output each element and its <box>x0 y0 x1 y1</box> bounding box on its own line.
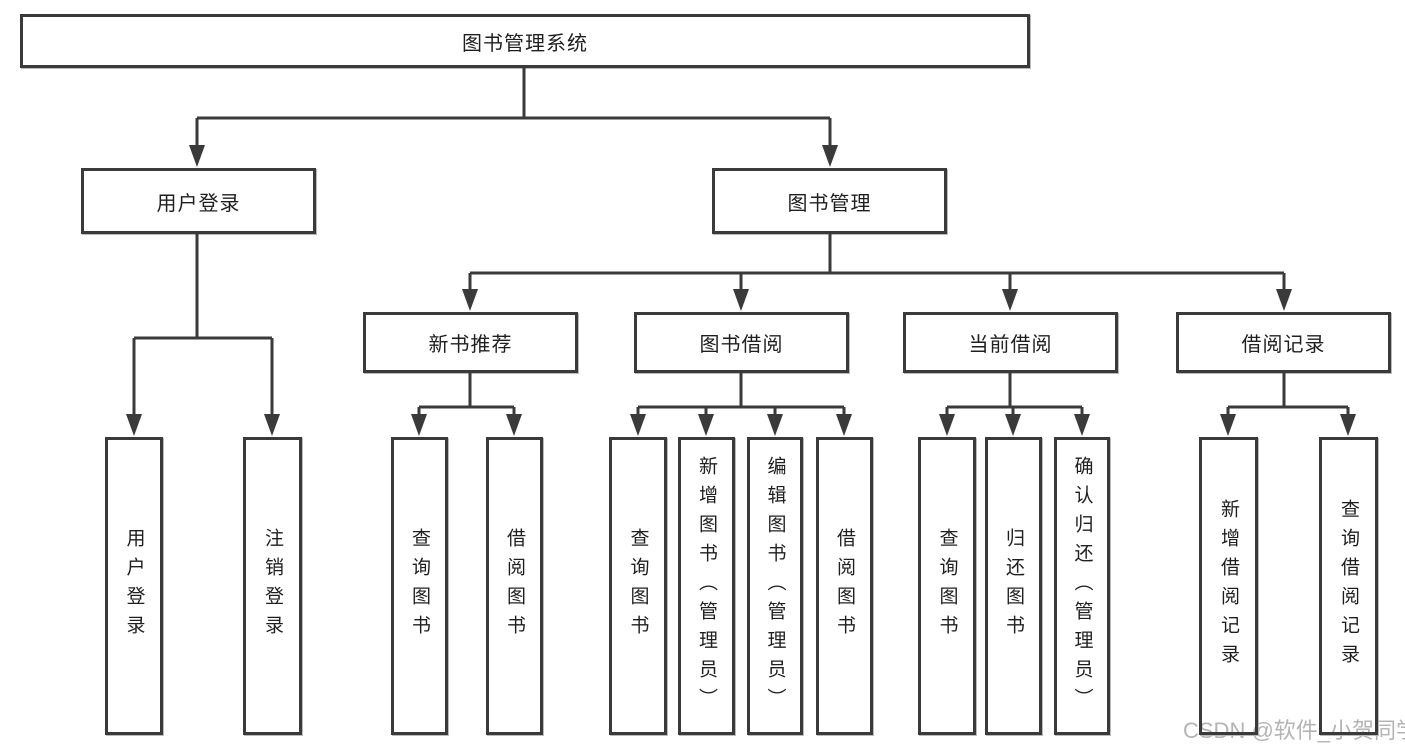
node-book-management: 图书管理 <box>712 168 947 234</box>
node-book-borrow: 图书借阅 <box>634 312 849 373</box>
leaf-current-return-books: 归还图书 <box>985 437 1042 735</box>
csdn-watermark: CSDN @软件_小贺同学 <box>1183 718 1405 743</box>
leaf-current-query-books: 查询图书 <box>918 437 976 735</box>
leaf-logout: 注销登录 <box>243 437 302 735</box>
node-borrow-records: 借阅记录 <box>1176 312 1391 373</box>
leaf-recommend-borrow-books: 借阅图书 <box>486 437 543 735</box>
node-new-book-recommend: 新书推荐 <box>363 312 578 373</box>
leaf-records-query-record: 查询借阅记录 <box>1319 437 1378 735</box>
leaf-borrow-query-books: 查询图书 <box>609 437 667 735</box>
leaf-borrow-borrow-books: 借阅图书 <box>816 437 873 735</box>
leaf-user-login: 用户登录 <box>105 437 163 735</box>
node-user-login: 用户登录 <box>81 168 316 234</box>
leaf-borrow-edit-books-admin: 编辑图书（管理员） <box>747 437 803 735</box>
node-current-borrow: 当前借阅 <box>903 312 1118 373</box>
leaf-borrow-add-books-admin: 新增图书（管理员） <box>678 437 735 735</box>
leaf-current-confirm-return-admin: 确认归还（管理员） <box>1054 437 1110 735</box>
leaf-recommend-query-books: 查询图书 <box>391 437 448 735</box>
leaf-records-add-record: 新增借阅记录 <box>1199 437 1258 735</box>
node-library-system: 图书管理系统 <box>20 14 1030 68</box>
